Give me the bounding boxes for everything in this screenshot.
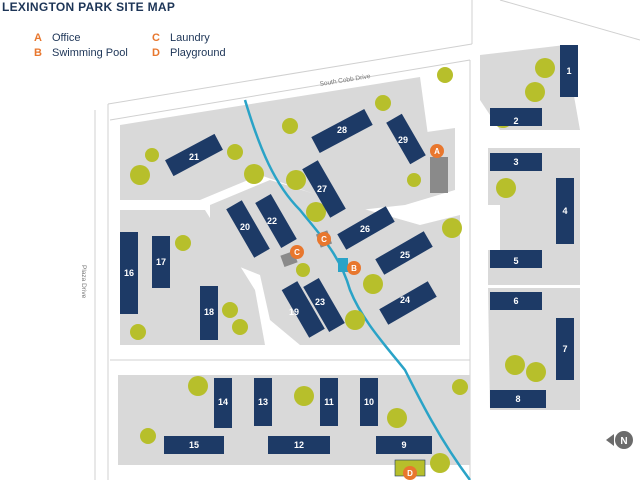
building-shape-6 [490,292,542,310]
building-label-8[interactable]: 8 [515,394,520,404]
building-label-5[interactable]: 5 [513,256,518,266]
building-label-24[interactable]: 24 [400,295,410,305]
north-arrow-icon [606,434,614,446]
building-label-28[interactable]: 28 [337,125,347,135]
building-shape-3 [490,153,542,171]
building-shape-2 [490,108,542,126]
building-label-25[interactable]: 25 [400,250,410,260]
building-shape-11 [320,378,338,426]
legend-label-playground: Playground [170,47,226,59]
creek [243,99,472,480]
building-label-4[interactable]: 4 [562,206,567,216]
building-shape-12 [268,436,330,454]
building-label-20[interactable]: 20 [240,222,250,232]
legend-key-playground: D [152,47,160,59]
legend-label-pool: Swimming Pool [52,47,128,59]
building-label-6[interactable]: 6 [513,296,518,306]
map-title: LEXINGTON PARK SITE MAP [2,0,176,14]
building-label-19[interactable]: 19 [289,307,299,317]
building-shape-16 [120,232,138,314]
building-label-14[interactable]: 14 [218,397,228,407]
building-label-29[interactable]: 29 [398,135,408,145]
building-label-9[interactable]: 9 [401,440,406,450]
building-numbers: 1 2 3 4 5 6 7 8 9 10 11 12 13 14 15 16 1… [124,66,572,450]
legend-label-laundry: Laundry [170,32,210,44]
legend-key-office: A [34,32,42,44]
building-shape-15 [164,436,224,454]
street-lines [94,0,640,480]
marker-pool-label: B [351,264,357,273]
marker-playground[interactable]: D [403,466,417,480]
building-label-22[interactable]: 22 [267,216,277,226]
marker-office-label: A [434,147,440,156]
legend-key-pool: B [34,47,42,59]
building-shape-19 [281,281,325,338]
building-shape-23 [303,277,345,333]
marker-office[interactable]: A [430,144,444,158]
pool [338,258,348,272]
building-label-18[interactable]: 18 [204,307,214,317]
building-label-7[interactable]: 7 [562,344,567,354]
office-building [430,157,448,193]
building-label-1[interactable]: 1 [566,66,571,76]
north-arrow: N [606,431,633,449]
marker-laundry-east[interactable]: C [317,232,331,246]
building-shape-7 [556,318,574,380]
building-shape-29 [386,113,426,165]
building-label-10[interactable]: 10 [364,397,374,407]
legend-label-office: Office [52,32,81,44]
marker-laundry-west-label: C [294,248,300,257]
building-shape-28 [311,108,373,154]
building-shape-17 [152,236,170,288]
building-label-13[interactable]: 13 [258,397,268,407]
building-label-15[interactable]: 15 [189,440,199,450]
building-label-21[interactable]: 21 [189,152,199,162]
building-label-27[interactable]: 27 [317,184,327,194]
building-label-17[interactable]: 17 [156,257,166,267]
building-label-16[interactable]: 16 [124,268,134,278]
building-label-23[interactable]: 23 [315,297,325,307]
building-shape-13 [254,378,272,426]
building-shape-24 [379,281,437,325]
trees [130,58,555,473]
building-shape-26 [337,206,395,250]
street-label-south-cobb: South Cobb Drive [319,73,371,88]
building-shape-20 [226,200,270,258]
building-shape-1 [560,45,578,97]
building-shape-10 [360,378,378,426]
building-shape-4 [556,178,574,244]
street-label-plaza: Plaza Drive [80,265,87,299]
building-shape-14 [214,378,232,428]
building-label-11[interactable]: 11 [324,397,334,407]
building-label-26[interactable]: 26 [360,224,370,234]
building-shape-21 [165,133,223,177]
north-label: N [620,436,627,447]
building-shape-8 [490,390,546,408]
building-label-12[interactable]: 12 [294,440,304,450]
legend-key-laundry: C [152,32,160,44]
building-label-2[interactable]: 2 [513,116,518,126]
marker-playground-label: D [407,469,413,478]
building-shape-27 [302,160,346,218]
building-shape-9 [376,436,432,454]
buildings [120,45,578,454]
marker-laundry-east-label: C [321,235,327,244]
building-shape-18 [200,286,218,340]
building-shape-22 [255,193,297,249]
amenity-markers: A B C C D [290,144,444,480]
marker-pool[interactable]: B [347,261,361,275]
building-label-3[interactable]: 3 [513,157,518,167]
building-shape-25 [375,231,433,275]
marker-laundry-west[interactable]: C [290,245,304,259]
building-shape-5 [490,250,542,268]
